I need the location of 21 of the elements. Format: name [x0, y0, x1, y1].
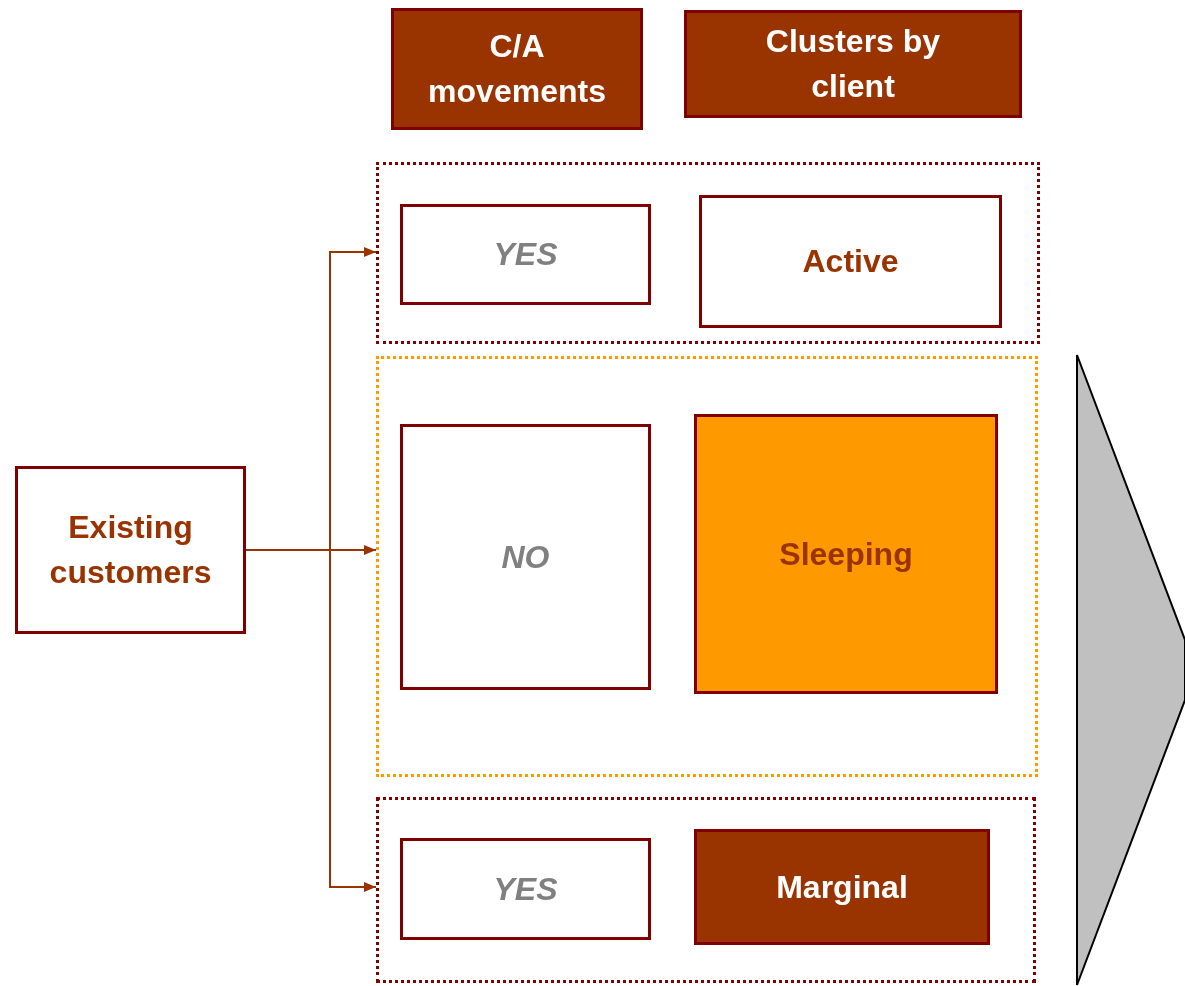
answer-box	[400, 424, 651, 690]
node-label: YES	[493, 869, 558, 909]
node-label: Active	[802, 242, 899, 282]
source-box	[15, 466, 246, 634]
cluster-box	[694, 829, 990, 945]
node-label: Sleeping	[779, 534, 913, 574]
column-header	[391, 8, 643, 130]
cluster-box	[699, 195, 1002, 328]
node-label: Marginal	[776, 867, 908, 907]
node-label: C/A movements	[428, 27, 606, 111]
node-label: YES	[493, 235, 558, 275]
node-label: Clusters by client	[764, 22, 942, 106]
column-header	[684, 10, 1022, 118]
answer-box	[400, 838, 651, 940]
group-frame	[376, 356, 1038, 777]
group-frame	[376, 162, 1040, 344]
answer-box	[400, 204, 651, 305]
node-label: Existing customers	[48, 508, 213, 592]
cluster-box	[694, 414, 998, 694]
node-label: NO	[501, 537, 550, 577]
group-frame	[376, 797, 1036, 983]
